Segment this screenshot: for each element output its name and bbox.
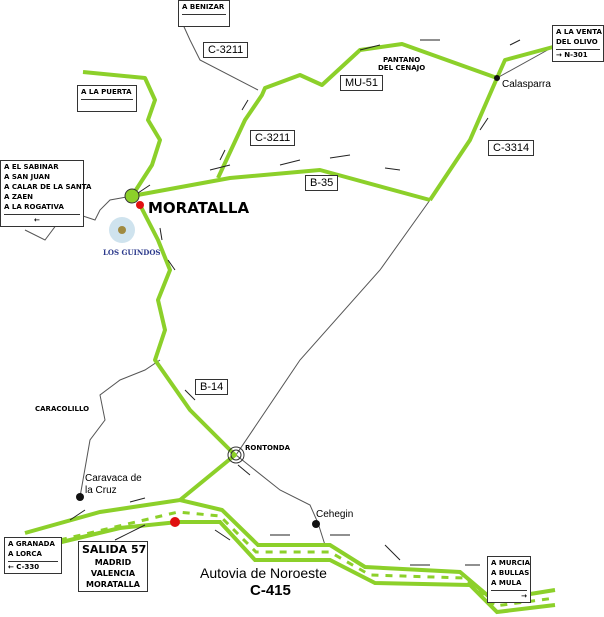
- road-c3314: [428, 77, 499, 202]
- calasparra-dot: [494, 75, 500, 81]
- minor-roads: [24, 17, 554, 546]
- label-highway-code: C-415: [250, 582, 291, 599]
- caravaca-dot: [76, 493, 84, 501]
- road-label-c3211-top: C-3211: [203, 42, 249, 58]
- road-b14: [138, 204, 237, 502]
- salida-dot: [170, 517, 180, 527]
- flower-icon: [109, 217, 135, 243]
- road-c3211: [216, 42, 554, 179]
- label-highway-name: Autovia de Noroeste: [200, 565, 327, 581]
- road-benizar: [179, 17, 259, 91]
- road-puerta: [82, 70, 162, 198]
- road-caravaca: [79, 359, 161, 498]
- label-los-guindos: LOS GUINDOS: [103, 248, 161, 257]
- road-cehegin: [235, 454, 326, 546]
- main-roads: [82, 42, 554, 502]
- sign-benizar: A BENIZAR: [178, 0, 230, 27]
- label-rontonda: RONTONDA: [245, 444, 291, 452]
- highway-c415: [24, 497, 556, 615]
- label-caracolillo: CARACOLILLO: [35, 405, 90, 413]
- road-rontonda-calasparra: [235, 199, 431, 456]
- road-label-b14: B-14: [195, 379, 229, 395]
- label-moratalla: MORATALLA: [148, 199, 250, 217]
- sign-puerta: A LA PUERTA: [77, 85, 137, 112]
- road-sabinar: [24, 195, 133, 241]
- label-cehegin: Cehegin: [316, 509, 354, 520]
- direction-arrows: [69, 39, 521, 566]
- moratalla-dot: [136, 201, 144, 209]
- road-venta: [496, 46, 554, 79]
- cehegin-dot: [312, 520, 320, 528]
- road-label-b35: B-35: [305, 175, 339, 191]
- moratalla-roundabout: [124, 188, 140, 204]
- road-label-mu51: MU-51: [340, 75, 384, 91]
- road-label-c3211: C-3211: [250, 130, 296, 146]
- label-calasparra: Calasparra: [502, 79, 551, 90]
- road-label-c3314: C-3314: [488, 140, 535, 156]
- rontonda-roundabout: [227, 446, 245, 464]
- road-b35: [131, 168, 431, 202]
